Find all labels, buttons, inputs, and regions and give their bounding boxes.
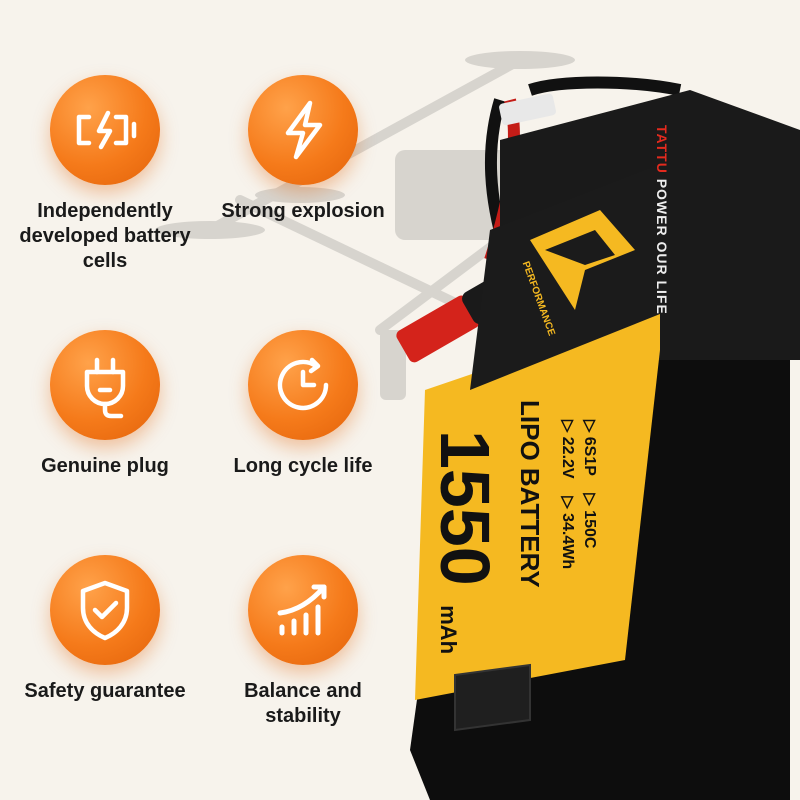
- spec-marker: ▷: [581, 493, 598, 506]
- brand-slogan: TATTU POWER OUR LIFE: [654, 125, 670, 315]
- feature-circle: [50, 555, 160, 665]
- spec-row: ▷ 6S1P ▷ 150C: [578, 420, 600, 569]
- battery-body: [396, 76, 800, 800]
- plug-icon: [84, 357, 126, 419]
- label-line: cells: [82, 250, 128, 272]
- spec-voltage: 22.2V: [559, 436, 576, 479]
- feature-safety-guarantee: Safety guarantee: [0, 555, 215, 704]
- label-line: stability: [265, 705, 341, 727]
- feature-circle: [248, 330, 358, 440]
- feature-label: Independently developed battery cells: [0, 199, 215, 274]
- label-line: Independently: [37, 200, 173, 222]
- feature-circle: [248, 75, 358, 185]
- feature-circle: [248, 555, 358, 665]
- capacity-label: 1550 mAh: [413, 430, 504, 655]
- label-line: developed battery: [19, 225, 191, 247]
- feature-strong-explosion: Strong explosion: [193, 75, 413, 224]
- battery-type-label: LIPO BATTERY: [514, 400, 545, 588]
- feature-label: Safety guarantee: [0, 679, 215, 704]
- spec-marker: ▷: [559, 420, 576, 433]
- spec-row: ▷ 22.2V ▷ 34.4Wh: [556, 420, 578, 569]
- spec-marker: ▷: [559, 496, 576, 509]
- clock-cycle-icon: [277, 357, 329, 411]
- label-line: Long cycle life: [233, 455, 373, 477]
- feature-label: Genuine plug: [0, 454, 215, 479]
- slogan: POWER OUR LIFE: [654, 178, 670, 315]
- brand-name: TATTU: [654, 125, 670, 174]
- label-line: Genuine plug: [41, 455, 169, 477]
- capacity-value: 1550: [426, 430, 504, 586]
- feature-independently-developed-cells: Independently developed battery cells: [0, 75, 215, 274]
- feature-label: Balance and stability: [193, 679, 413, 729]
- label-line: Strong explosion: [221, 200, 385, 222]
- feature-label: Strong explosion: [193, 199, 413, 224]
- lightning-bolt-icon: [285, 100, 323, 160]
- spec-marker: ▷: [581, 420, 598, 433]
- spec-configuration: 6S1P: [581, 436, 598, 476]
- capacity-unit: mAh: [436, 605, 461, 655]
- label-line: Balance and: [244, 680, 362, 702]
- feature-circle: [50, 330, 160, 440]
- spec-discharge-rate: 150C: [581, 510, 598, 549]
- battery-charging-icon: [76, 110, 137, 150]
- label-line: Safety guarantee: [24, 680, 186, 702]
- spec-list: ▷ 6S1P ▷ 150C ▷ 22.2V ▷ 34.4Wh: [556, 420, 600, 569]
- feature-long-cycle-life: Long cycle life: [193, 330, 413, 479]
- feature-label: Long cycle life: [193, 454, 413, 479]
- growth-chart-icon: [277, 584, 327, 636]
- feature-balance-and-stability: Balance and stability: [193, 555, 413, 729]
- feature-circle: [50, 75, 160, 185]
- battery-type: LIPO BATTERY: [515, 400, 545, 588]
- feature-genuine-plug: Genuine plug: [0, 330, 215, 479]
- shield-check-icon: [80, 580, 130, 641]
- battery-product-image: TATTU POWER OUR LIFE PERFORMANCE LIPO BA…: [370, 60, 800, 800]
- spec-energy: 34.4Wh: [559, 513, 576, 570]
